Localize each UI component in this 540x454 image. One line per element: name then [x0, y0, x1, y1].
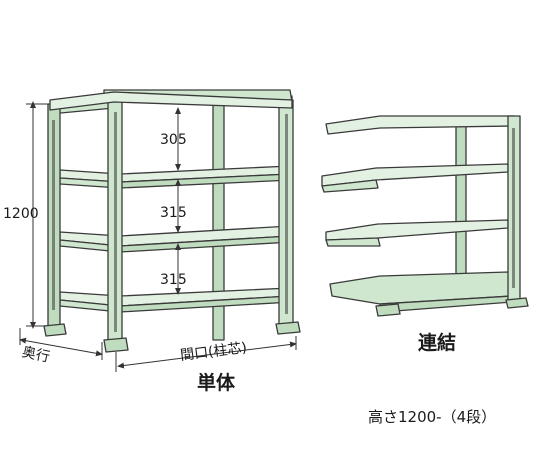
connected-unit-label: 連結	[418, 332, 457, 354]
connected-unit-shelf	[321, 115, 529, 317]
dimension-lines	[19, 101, 297, 372]
shelf-gap-2-label: 315	[160, 205, 187, 221]
single-unit-shelf	[43, 89, 301, 353]
single-unit-label: 単体	[197, 372, 236, 394]
height-total-label: 1200	[3, 206, 39, 222]
shelf-gap-1-label: 305	[160, 132, 187, 148]
shelf-gap-3-label: 315	[160, 272, 187, 288]
caption-label: 高さ1200-（4段）	[368, 408, 497, 426]
